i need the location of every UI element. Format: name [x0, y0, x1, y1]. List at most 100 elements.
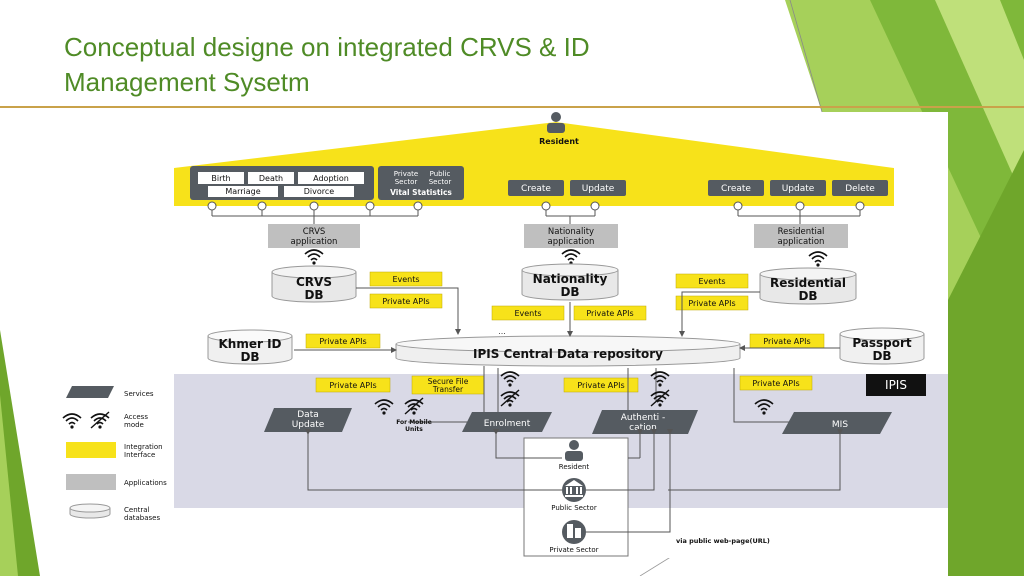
crvs-application — [268, 224, 360, 248]
event-death-label: Death — [259, 174, 283, 183]
bottom-public-label: Public Sector — [551, 504, 597, 512]
slide-title: Conceptual designe on integrated CRVS & … — [64, 30, 764, 100]
legend-integration-swatch — [66, 442, 116, 458]
crvs-app-line2: application — [291, 237, 338, 247]
residential-delete — [832, 180, 888, 196]
secure-ft-line1: Secure File — [428, 377, 469, 386]
vital-statistics-label: Vital Statistics — [390, 188, 452, 197]
event-divorce — [284, 186, 354, 197]
event-divorce-label: Divorce — [304, 187, 335, 196]
legend-integration-line2: Interface — [124, 451, 155, 459]
event-marriage — [208, 186, 278, 197]
data-update-line2: Update — [292, 420, 325, 430]
event-marriage-label: Marriage — [225, 187, 260, 196]
khmer-db-line1: Khmer ID — [218, 337, 281, 351]
crvs-events-tag — [369, 271, 443, 287]
passport-db-line2: DB — [872, 349, 891, 363]
mobile-line2: Units — [405, 426, 423, 433]
nationality-update-label: Update — [582, 184, 615, 194]
crvs-db — [271, 265, 357, 303]
public-sector-icon — [562, 478, 586, 502]
nationality-application — [524, 224, 618, 248]
slide-title-line1: Conceptual designe on integrated CRVS & … — [64, 32, 590, 62]
data-update-service — [264, 408, 352, 432]
legend-wifi-off-icon — [91, 412, 109, 429]
crvs-wifi-icon — [304, 249, 324, 266]
nationality-create-label: Create — [521, 184, 551, 194]
khmer-id-db — [207, 329, 293, 365]
residential-events-label: Events — [698, 277, 725, 286]
legend-applications-swatch — [66, 474, 116, 490]
authentication-service — [592, 410, 698, 434]
ipis-label-box — [866, 374, 926, 396]
crvs-db-line1: CRVS — [296, 275, 332, 289]
residential-apis-tag — [675, 295, 749, 311]
legend-integration-line1: Integration — [124, 443, 163, 451]
mis-label: MIS — [832, 420, 848, 430]
legend-db-line2: databases — [124, 514, 160, 522]
residential-create — [708, 180, 764, 196]
central-repo-label: IPIS Central Data repository — [473, 347, 663, 361]
data-update-apis-label: Private APIs — [329, 381, 376, 390]
vital-statistics-box — [378, 166, 464, 200]
enrolment-apis-label: Private APIs — [577, 381, 624, 390]
residential-app-line2: application — [778, 237, 825, 247]
architecture-diagram: IPIS Resident Birth Death Adoption Marri… — [62, 112, 948, 558]
khmer-db-line2: DB — [240, 350, 259, 364]
nationality-app-line2: application — [548, 237, 595, 247]
residential-db-line1: Residential — [770, 276, 846, 290]
nationality-apis-label: Private APIs — [586, 309, 633, 318]
event-death — [248, 172, 294, 184]
crvs-apis-tag — [369, 293, 443, 309]
bottom-resident-label: Resident — [559, 463, 590, 471]
legend-access-line2: mode — [124, 421, 144, 429]
nationality-events-tag — [491, 305, 565, 321]
nationality-update — [570, 180, 626, 196]
legend-access-line1: Access — [124, 413, 148, 421]
nationality-create — [508, 180, 564, 196]
residential-apis-label: Private APIs — [688, 299, 735, 308]
enrolment-label: Enrolment — [484, 419, 531, 429]
residential-app-line1: Residential — [778, 227, 825, 237]
legend-services-label: Services — [124, 390, 154, 398]
residential-update — [770, 180, 826, 196]
event-adoption — [298, 172, 364, 184]
data-update-line1: Data — [297, 410, 319, 420]
authentication-line2: cation — [629, 423, 657, 433]
event-birth-label: Birth — [211, 174, 230, 183]
passport-apis-label: Private APIs — [763, 337, 810, 346]
slide-title-line2: Management Sysetm — [64, 67, 310, 97]
residential-delete-label: Delete — [845, 184, 875, 194]
mobile-line1: For Mobile — [396, 419, 432, 426]
residential-db-line2: DB — [798, 289, 817, 303]
mis-service — [782, 412, 892, 434]
residential-db — [759, 267, 857, 305]
event-birth — [198, 172, 244, 184]
legend-applications-label: Applications — [124, 479, 167, 487]
private-line1: Private — [394, 170, 418, 178]
crvs-db-line2: DB — [304, 288, 323, 302]
crvs-app-line1: CRVS — [303, 227, 326, 237]
legend-db-swatch — [69, 503, 111, 519]
legend-wifi-icon — [62, 413, 82, 430]
nationality-db-line1: Nationality — [533, 272, 608, 286]
nationality-db-line2: DB — [560, 285, 579, 299]
residential-application — [754, 224, 848, 248]
ipis-label: IPIS — [885, 378, 907, 392]
passport-db — [839, 327, 925, 365]
khmer-apis-tag — [305, 333, 381, 349]
bottom-private-label: Private Sector — [549, 546, 598, 554]
title-divider — [0, 106, 1024, 108]
authentication-line1: Authenti - — [621, 413, 665, 423]
legend: Services Access mode Integration Interfa… — [62, 386, 167, 522]
secure-ft-line2: Transfer — [432, 385, 464, 394]
private-sector-icon — [562, 520, 586, 544]
ellipsis-label: ... — [498, 327, 506, 336]
nationality-apis-tag — [573, 305, 647, 321]
via-web-label: via public web-page(URL) — [676, 537, 770, 545]
legend-db-line1: Central — [124, 506, 150, 514]
mis-apis-label: Private APIs — [752, 379, 799, 388]
passport-db-line1: Passport — [852, 336, 912, 350]
khmer-apis-label: Private APIs — [319, 337, 366, 346]
enrolment-service — [462, 412, 552, 432]
